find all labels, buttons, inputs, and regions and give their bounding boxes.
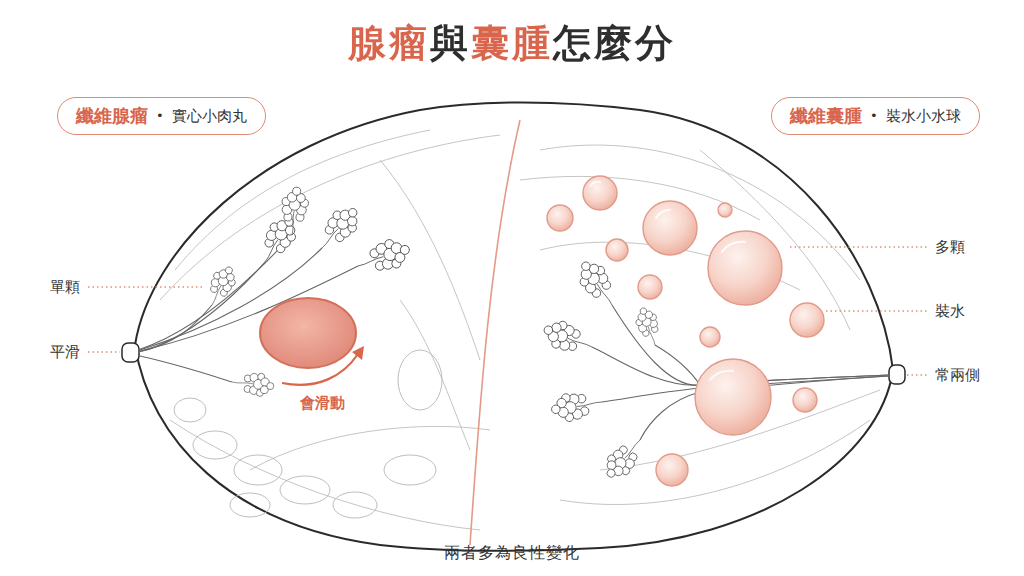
leader-line	[790, 246, 928, 247]
cyst-highlights	[590, 182, 745, 380]
leader-line	[826, 310, 928, 311]
nipple	[889, 365, 905, 384]
pill-bullet: •	[870, 105, 878, 127]
pill-heading: 纖維腺瘤	[76, 105, 148, 127]
category-pill: 纖維囊腫 • 裝水小水球	[771, 97, 980, 135]
pill-heading: 纖維囊腫	[790, 105, 862, 127]
milk-ducts	[592, 305, 889, 440]
feature-label: 平滑	[50, 343, 80, 361]
arrow-head	[352, 346, 364, 360]
feature-label: 多顆	[935, 238, 965, 256]
tissue-lines	[160, 130, 880, 530]
nipple	[122, 343, 139, 362]
category-pill: 纖維腺瘤 • 實心小肉丸	[57, 97, 266, 135]
breast-outline	[135, 103, 893, 551]
fat-lobules	[174, 350, 442, 518]
milk-ducts	[138, 235, 358, 382]
leader-line	[88, 286, 205, 287]
lobule-clusters	[539, 255, 665, 485]
slide-arrow	[282, 354, 358, 385]
leader-line	[907, 374, 928, 375]
pill-subtitle: 實心小肉丸	[172, 105, 247, 127]
lobule-clusters	[202, 186, 414, 397]
leader-line	[88, 351, 120, 352]
diagram-title: 腺瘤與囊腫怎麼分	[348, 20, 676, 66]
cysts	[547, 176, 824, 486]
diagram-caption: 兩者多為良性變化	[444, 544, 580, 562]
motion-label: 會滑動	[300, 394, 345, 412]
pill-subtitle: 裝水小水球	[886, 105, 961, 127]
pill-bullet: •	[156, 105, 164, 127]
feature-label: 常兩側	[935, 366, 980, 384]
feature-label: 裝水	[935, 302, 965, 320]
divider-line	[470, 120, 520, 545]
feature-label: 單顆	[50, 278, 80, 296]
fibroadenoma	[260, 298, 356, 368]
